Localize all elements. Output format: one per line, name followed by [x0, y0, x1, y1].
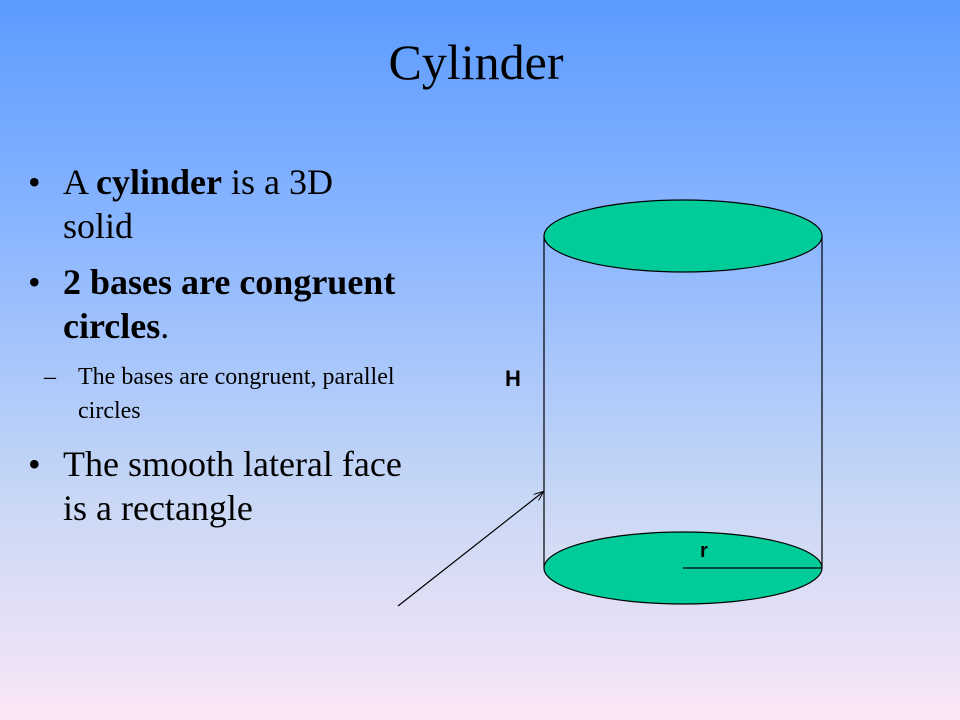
bullet-dot: • — [28, 162, 41, 202]
sub-bullet-dash: – — [44, 364, 56, 390]
sub-bullet-text: The bases are congruent, parallel circle… — [78, 364, 395, 424]
bullet-text-bold: cylinder — [96, 162, 222, 202]
bullet-text-post: is a 3D solid — [63, 162, 333, 246]
cylinder-top-base — [543, 199, 823, 273]
bullet-dot: • — [28, 444, 41, 484]
bullet-definition: • A cylinder is a 3D solid — [28, 160, 408, 248]
bullet-text: The smooth lateral face is a rectangle — [63, 444, 402, 528]
slide-title: Cylinder — [388, 34, 564, 90]
cylinder-bottom-base — [543, 531, 823, 605]
bullet-bases: • 2 bases are congruent circles. — [28, 260, 408, 348]
bullet-dot: • — [28, 262, 41, 302]
bullet-text-post: . — [160, 306, 170, 346]
bullet-text-bold: 2 bases are congruent circles — [63, 262, 396, 346]
bullet-list: • A cylinder is a 3D solid • 2 bases are… — [28, 160, 408, 542]
bullet-lateral-face: • The smooth lateral face is a rectangle — [28, 442, 408, 530]
radius-label: r — [700, 540, 708, 562]
height-label: H — [505, 366, 521, 391]
sub-bullet-bases: – The bases are congruent, parallel circ… — [28, 360, 408, 428]
bullet-text-pre: A — [63, 162, 97, 202]
lateral-face-arrow — [397, 492, 543, 607]
